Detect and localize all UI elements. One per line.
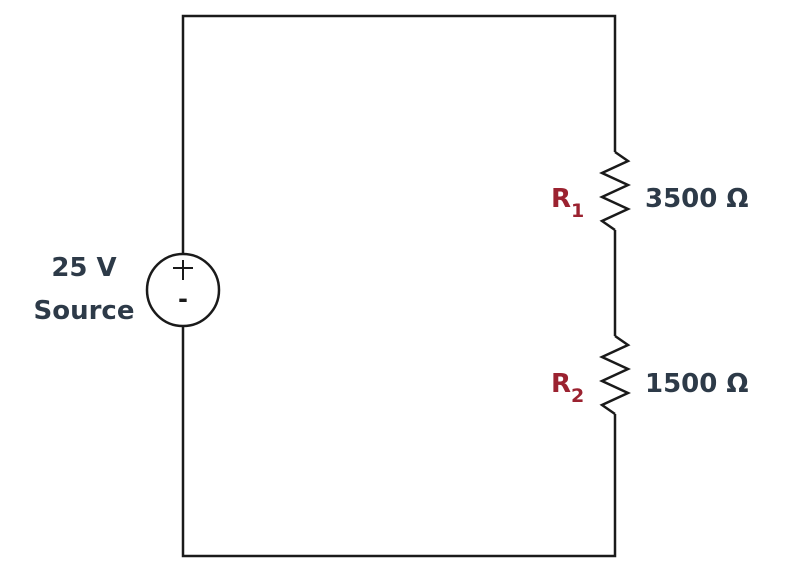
source-voltage-label: 25 V <box>51 253 116 283</box>
resistor-r2-symbol <box>599 334 631 416</box>
resistor-r1-name: R1 <box>551 184 584 222</box>
source-circle <box>145 252 221 328</box>
resistor-r1-letter: R <box>551 184 571 214</box>
minus-sign: - <box>178 285 188 313</box>
resistor-r2-name: R2 <box>551 369 584 407</box>
resistor-r2-subscript: 2 <box>571 385 584 407</box>
wire-left-top <box>181 14 617 255</box>
source-name-label: Source <box>34 296 135 326</box>
resistor-r1-subscript: 1 <box>571 200 584 222</box>
resistor-r2-letter: R <box>551 369 571 399</box>
wire-bottom <box>181 325 617 558</box>
resistor-r2-value: 1500 Ω <box>645 369 749 399</box>
voltage-source-symbol: - <box>145 252 221 328</box>
resistor-r1-value: 3500 Ω <box>645 184 749 214</box>
resistor-r1-symbol <box>599 150 631 232</box>
